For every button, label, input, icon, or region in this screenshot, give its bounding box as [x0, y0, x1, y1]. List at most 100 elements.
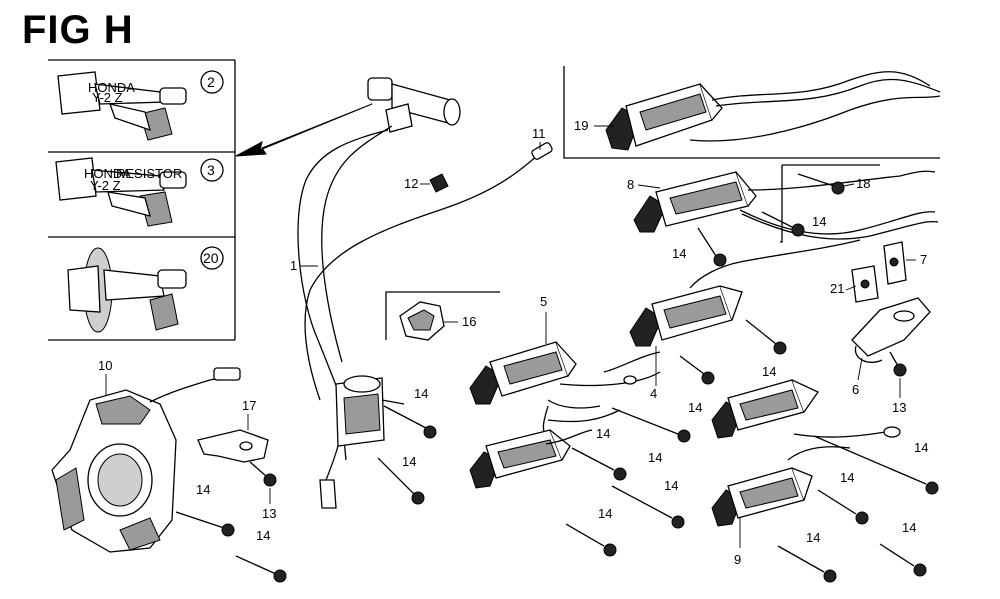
bolt-14-f[interactable]	[235, 555, 287, 583]
bolt-14-a[interactable]	[761, 211, 805, 237]
callout-14-p: 14	[902, 520, 916, 535]
bolt-13-left[interactable]	[249, 461, 277, 487]
callout-20: 20	[200, 246, 224, 270]
svg-text:8: 8	[627, 177, 634, 192]
callout-11: 11	[532, 126, 546, 150]
svg-text:3: 3	[207, 162, 215, 178]
callout-14-l: 14	[598, 506, 612, 521]
part-18-bolt[interactable]	[797, 173, 845, 195]
part-16-frame	[385, 291, 500, 340]
bolt-14-o[interactable]	[777, 545, 837, 583]
callout-1: 1	[290, 258, 318, 273]
cap-2-model: Y-2 Z	[92, 90, 123, 105]
callout-6: 6	[852, 357, 863, 397]
figure-title: FIG H	[22, 8, 134, 52]
bolt-14-b[interactable]	[697, 227, 727, 267]
callout-13-right: 13	[892, 378, 906, 415]
cap-3-brand: HONDA	[84, 166, 131, 181]
part-21-grommet[interactable]	[851, 265, 879, 303]
svg-text:13: 13	[892, 400, 906, 415]
coil-right-middle[interactable]	[711, 379, 901, 439]
callout-14-n: 14	[840, 470, 854, 485]
callout-14-h: 14	[762, 364, 776, 379]
svg-text:12: 12	[404, 176, 418, 191]
bolt-14-h[interactable]	[745, 319, 787, 355]
callout-12: 12	[404, 176, 430, 191]
callout-14-f: 14	[256, 528, 270, 543]
svg-text:10: 10	[98, 358, 112, 373]
bolt-14-n[interactable]	[817, 489, 869, 525]
callout-21: 21	[830, 281, 857, 296]
inset-arrow	[235, 103, 373, 157]
bolt-14-e[interactable]	[175, 511, 235, 537]
svg-text:2: 2	[207, 74, 215, 90]
bolt-13-right[interactable]	[889, 351, 907, 377]
part-19-coil[interactable]	[605, 71, 941, 151]
callout-7: 7	[906, 252, 927, 267]
bolt-14-k[interactable]	[611, 485, 685, 529]
cap-3-resistor: RESISTOR	[116, 166, 182, 181]
callout-14-g: 14	[648, 450, 662, 465]
svg-text:17: 17	[242, 398, 256, 413]
callout-14-b: 14	[672, 246, 686, 261]
part-4-coil[interactable]	[629, 239, 861, 347]
part-18-frame	[780, 164, 880, 243]
plug-cap-3[interactable]: HONDA RESISTOR Y-2 Z	[55, 157, 187, 227]
coil-lower-center[interactable]	[469, 429, 571, 489]
callout-19: 19	[574, 118, 614, 133]
callout-14-j: 14	[596, 426, 610, 441]
part-17-bracket[interactable]	[197, 429, 269, 463]
svg-text:9: 9	[734, 552, 741, 567]
part-12-clip[interactable]	[429, 173, 449, 193]
svg-text:16: 16	[462, 314, 476, 329]
callout-14-i: 14	[688, 400, 702, 415]
svg-text:19: 19	[574, 118, 588, 133]
bolt-14-d[interactable]	[377, 457, 425, 505]
svg-text:13: 13	[262, 506, 276, 521]
part-9-coil[interactable]	[711, 446, 851, 527]
part-11-wire[interactable]	[304, 142, 553, 401]
callout-9: 9	[734, 518, 741, 567]
part-7-grommet[interactable]	[883, 241, 907, 285]
bolt-14-i[interactable]	[679, 355, 715, 385]
svg-text:6: 6	[852, 382, 859, 397]
plug-cap-20[interactable]	[67, 247, 187, 333]
callout-18: 18	[843, 176, 870, 191]
bolt-14-m[interactable]	[813, 435, 939, 495]
callout-5: 5	[540, 294, 547, 344]
part-10-housing[interactable]	[51, 367, 241, 553]
callout-14-o: 14	[806, 530, 820, 545]
callout-3: 3	[200, 158, 224, 182]
svg-text:7: 7	[920, 252, 927, 267]
callout-13-left: 13	[262, 488, 276, 521]
callout-14-e: 14	[196, 482, 210, 497]
cap-3-model: Y-2 Z	[90, 178, 121, 193]
bolt-14-p[interactable]	[879, 543, 927, 577]
part-16-clamp[interactable]	[399, 301, 445, 341]
part-8-coil[interactable]	[633, 170, 939, 240]
svg-text:1: 1	[290, 258, 297, 273]
svg-text:5: 5	[540, 294, 547, 309]
inset-panels	[48, 59, 236, 341]
bolt-14-j[interactable]	[571, 447, 627, 481]
plug-cap-2[interactable]: HONDA Y-2 Z	[57, 71, 187, 141]
callout-2: 2	[200, 70, 224, 94]
bolt-14-l[interactable]	[565, 523, 617, 557]
callout-14-c: 14	[414, 386, 428, 401]
harness-wires	[545, 351, 661, 445]
cap-2-brand: HONDA	[88, 80, 135, 95]
part-6-bracket[interactable]	[851, 297, 931, 363]
callout-10: 10	[98, 358, 112, 396]
callout-14-m: 14	[914, 440, 928, 455]
bolt-14-g[interactable]	[611, 407, 691, 443]
bolt-14-c[interactable]	[383, 405, 437, 439]
callout-14-a: 14	[812, 214, 826, 229]
svg-text:21: 21	[830, 281, 844, 296]
callout-14-k: 14	[664, 478, 678, 493]
part-1-ignition-coil[interactable]	[297, 77, 461, 509]
svg-text:11: 11	[532, 126, 546, 141]
callout-16: 16	[444, 314, 476, 329]
part-5-coil[interactable]	[469, 341, 661, 441]
svg-text:20: 20	[203, 250, 219, 266]
